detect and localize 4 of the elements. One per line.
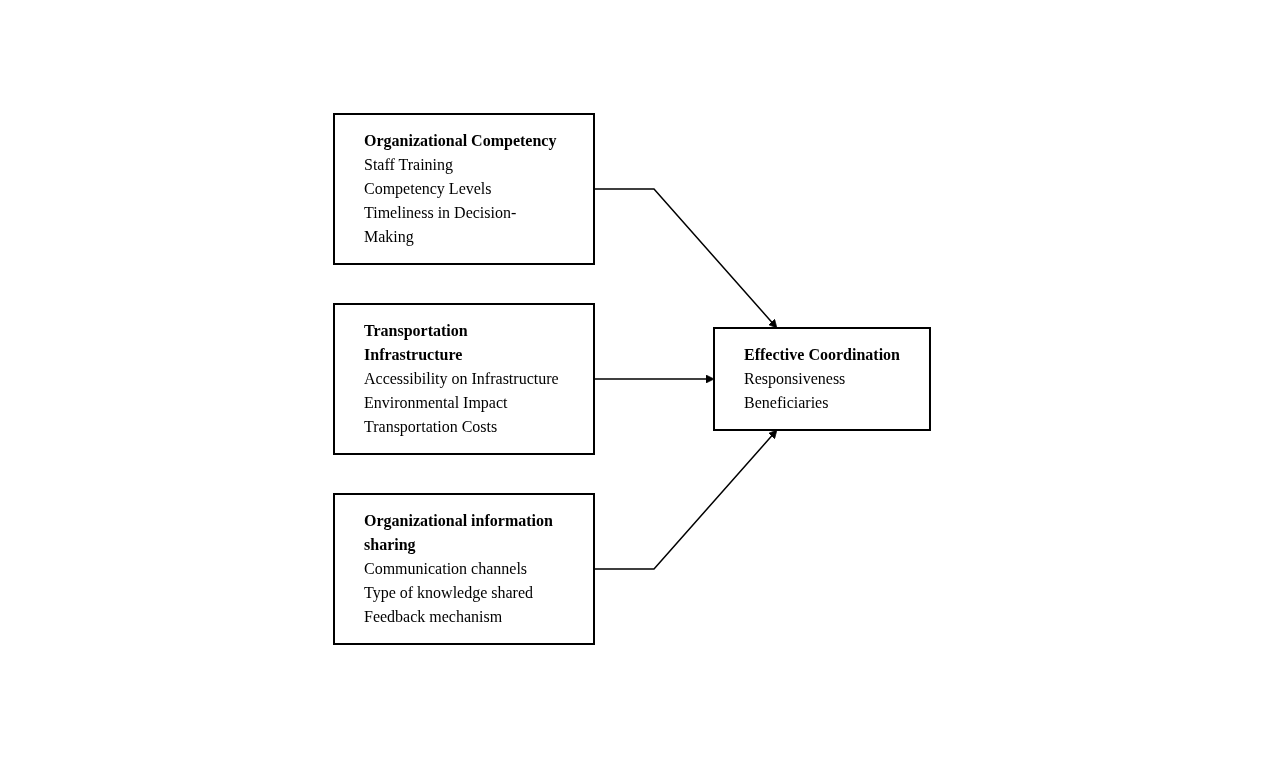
node-box: Organizational Competency Staff Training Competency Levels Timeliness in Decision-Making xyxy=(333,112,595,265)
node-box: Transportation Infrastructure Accessibility on Infrastructure Environmental Impact Transportation Costs xyxy=(333,302,595,455)
node-box: Effective Coordination Responsiveness Beneficiaries xyxy=(713,326,931,431)
node-box: Organizational information sharing Communication channels Type of knowledge shared Feedback mechanism xyxy=(333,492,595,645)
